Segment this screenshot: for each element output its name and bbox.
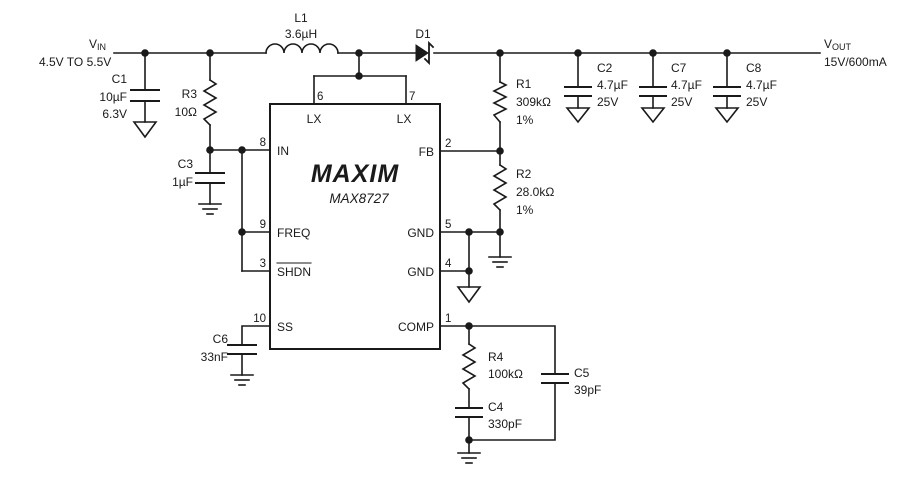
vout-label: VOUT 15V/600mA bbox=[824, 37, 887, 69]
R2-ref: R2 bbox=[516, 167, 532, 181]
R2-value: 28.0kΩ bbox=[516, 185, 554, 199]
vin-subscript: IN bbox=[97, 42, 106, 52]
pin-3-number: 3 bbox=[260, 258, 266, 270]
C2-ref: C2 bbox=[597, 61, 613, 75]
pin-names: LX LX IN FREQ SHDN SS FB GND GND COMP bbox=[276, 112, 434, 334]
resistor-R4: R4 100kΩ bbox=[461, 342, 523, 391]
pin-gnd-a-label: GND bbox=[407, 226, 434, 240]
C3-value: 1µF bbox=[172, 175, 193, 189]
pin-8-number: 8 bbox=[260, 137, 266, 149]
resistor-R3: R3 10Ω bbox=[175, 78, 218, 127]
R4-value: 100kΩ bbox=[488, 367, 523, 381]
ic-part-number: MAX8727 bbox=[329, 191, 389, 206]
pin-fb-label: FB bbox=[419, 145, 434, 159]
C8-value: 4.7µF bbox=[746, 78, 777, 92]
capacitor-C4: C4 330pF bbox=[455, 400, 522, 464]
ground-triangle bbox=[456, 286, 482, 304]
C7-ref: C7 bbox=[671, 61, 687, 75]
C5-ref: C5 bbox=[574, 366, 590, 380]
vin-range: 4.5V TO 5.5V bbox=[39, 55, 111, 69]
vout-spec: 15V/600mA bbox=[824, 55, 887, 69]
vin-symbol: V bbox=[89, 37, 97, 51]
C4-ref: C4 bbox=[488, 400, 504, 414]
C6-ref: C6 bbox=[213, 332, 229, 346]
pin-7-number: 7 bbox=[409, 91, 415, 103]
pin-1-number: 1 bbox=[445, 313, 451, 325]
pin-freq-label: FREQ bbox=[277, 226, 310, 240]
R4-ref: R4 bbox=[488, 350, 504, 364]
pin-lx-b-label: LX bbox=[397, 112, 412, 126]
ic-brand-logo: MAXIM bbox=[311, 160, 400, 188]
ground-bars bbox=[230, 374, 254, 386]
capacitor-C2: C2 4.7µF 25V bbox=[564, 61, 628, 124]
C2-rating: 25V bbox=[597, 95, 618, 109]
C5-value: 39pF bbox=[574, 383, 601, 397]
diode-schottky-bar bbox=[423, 40, 435, 66]
diode-triangle bbox=[415, 44, 429, 62]
C6-value: 33nF bbox=[201, 350, 228, 364]
C8-rating: 25V bbox=[746, 95, 767, 109]
pin-10-number: 10 bbox=[253, 313, 266, 325]
ground-triangle bbox=[565, 107, 591, 124]
pin-6-number: 6 bbox=[317, 91, 323, 103]
ground-triangle bbox=[640, 107, 666, 124]
pin-in-label: IN bbox=[277, 144, 289, 158]
pin-2-number: 2 bbox=[445, 138, 451, 150]
svg-text:VOUT: VOUT bbox=[824, 37, 852, 52]
pin-numbers: 6 7 8 9 3 10 2 5 4 1 bbox=[253, 91, 452, 325]
resistor-R2: R2 28.0kΩ 1% bbox=[492, 163, 554, 217]
C7-rating: 25V bbox=[671, 95, 692, 109]
R3-ref: R3 bbox=[182, 87, 198, 101]
C1-ref: C1 bbox=[112, 72, 128, 86]
L1-value: 3.6µH bbox=[285, 27, 317, 41]
R1-value: 309kΩ bbox=[516, 95, 551, 109]
capacitor-C5: C5 39pF bbox=[541, 366, 601, 397]
vin-label: VIN 4.5V TO 5.5V bbox=[39, 37, 111, 69]
ic-body bbox=[269, 103, 441, 350]
D1-ref: D1 bbox=[415, 27, 431, 41]
C3-ref: C3 bbox=[178, 157, 194, 171]
vout-symbol: V bbox=[824, 37, 832, 51]
ground-bars bbox=[457, 452, 481, 464]
C2-value: 4.7µF bbox=[597, 78, 628, 92]
pin-4-number: 4 bbox=[445, 258, 452, 270]
ground-bars bbox=[488, 256, 512, 268]
C4-value: 330pF bbox=[488, 417, 522, 431]
L1-ref: L1 bbox=[294, 11, 308, 25]
pin-lx-a-label: LX bbox=[307, 112, 322, 126]
pin-5-number: 5 bbox=[445, 219, 451, 231]
ground-bars bbox=[198, 203, 222, 215]
pin-shdn-label: SHDN bbox=[277, 265, 311, 279]
wires bbox=[113, 52, 821, 454]
pin-ss-label: SS bbox=[277, 320, 293, 334]
R2-tolerance: 1% bbox=[516, 203, 534, 217]
capacitor-C1: C1 10µF 6.3V bbox=[99, 72, 160, 139]
svg-text:VIN: VIN bbox=[89, 37, 106, 52]
capacitor-C6: C6 33nF bbox=[201, 332, 257, 386]
pin-9-number: 9 bbox=[260, 219, 266, 231]
pin-gnd-b-label: GND bbox=[407, 265, 434, 279]
capacitor-C7: C7 4.7µF 25V bbox=[639, 61, 702, 124]
C1-value: 10µF bbox=[99, 90, 127, 104]
resistor-R1: R1 309kΩ 1% bbox=[492, 77, 551, 127]
R1-tolerance: 1% bbox=[516, 113, 534, 127]
C7-value: 4.7µF bbox=[671, 78, 702, 92]
capacitor-C8: C8 4.7µF 25V bbox=[713, 61, 777, 124]
inductor-L1: L1 3.6µH bbox=[265, 11, 339, 54]
C1-rating: 6.3V bbox=[102, 107, 127, 121]
R1-ref: R1 bbox=[516, 77, 532, 91]
capacitor-C3: C3 1µF bbox=[172, 157, 225, 215]
junction-dots bbox=[141, 49, 731, 444]
R3-value: 10Ω bbox=[175, 105, 197, 119]
ground-triangle bbox=[132, 121, 158, 139]
C8-ref: C8 bbox=[746, 61, 762, 75]
pin-comp-label: COMP bbox=[398, 320, 434, 334]
ground-triangle bbox=[714, 107, 740, 124]
diode-D1: D1 bbox=[415, 27, 435, 66]
vout-subscript: OUT bbox=[832, 42, 852, 52]
